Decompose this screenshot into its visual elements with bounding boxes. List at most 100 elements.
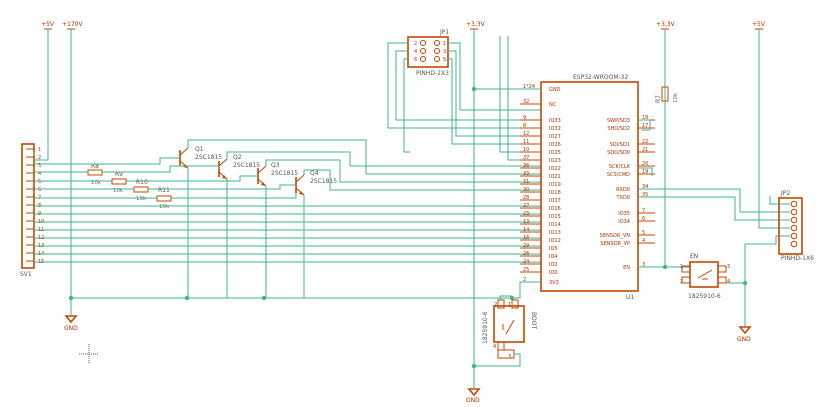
u1-left-pin-label: IO32 — [549, 126, 561, 132]
u1-right-pin-num: 21 — [642, 147, 648, 153]
u1-left-pin-label: IO17 — [549, 198, 561, 204]
u1-right-pin-num: 35 — [642, 192, 648, 198]
svg-text:2SC1815: 2SC1815 — [271, 170, 298, 177]
jp1-wires — [387, 36, 541, 161]
u1-right-pin-num: 22 — [642, 139, 648, 145]
resistor-r7: R7 10k — [655, 86, 679, 103]
svg-text:10k: 10k — [113, 188, 124, 194]
svg-text:R8: R8 — [91, 163, 99, 170]
u1-left-pin-num: 26 — [523, 251, 529, 257]
svg-text:R9: R9 — [115, 171, 123, 178]
u1-right-pin-label: TXD0 — [615, 195, 630, 201]
svg-text:1: 1 — [680, 264, 683, 270]
power-label-33v-2: +3,3V — [656, 21, 676, 28]
jp2-pin — [790, 208, 798, 216]
u1-right-pin-num: 19 — [642, 169, 648, 175]
driver-wires — [33, 139, 541, 298]
sv1-pin-label: 5 — [38, 179, 41, 185]
u1-right-pin-label: SENSOR_VP — [600, 241, 630, 247]
u1-left-pin-num: 28 — [523, 195, 529, 201]
svg-text:PINHD-2X3: PINHD-2X3 — [416, 70, 449, 77]
jp2-pin — [790, 232, 798, 240]
svg-text:10k: 10k — [91, 180, 102, 186]
resistor-r9: R9 10k — [111, 171, 127, 194]
u1-left-pin-num: 23 — [523, 211, 529, 217]
u1-right-pin-label: SDO/SD0 — [607, 150, 630, 156]
svg-text:Q2: Q2 — [233, 154, 242, 161]
u1-right-pin-num: 6 — [642, 216, 645, 222]
u1-left-pin-num: 27 — [523, 203, 529, 209]
svg-text:2: 2 — [414, 41, 417, 47]
u1-right-pin-num: 5 — [642, 230, 645, 236]
u1-left-pin-label: IO25 — [549, 150, 561, 156]
u1-left-pin-label: IO12 — [549, 238, 561, 244]
gnd-mid: GND — [466, 388, 481, 404]
transistor-q2: Q2 2SC1815 — [218, 154, 260, 180]
u1-name: U1 — [626, 294, 634, 301]
power-5v-left: +5V — [41, 21, 55, 152]
svg-text:2SC1815: 2SC1815 — [310, 178, 337, 185]
u1-left-pin-num: 32 — [523, 99, 529, 105]
u1-left-pin-num: 30 — [523, 187, 529, 193]
gnd-left: GND — [64, 315, 78, 332]
u1-left-pin-num: 36 — [523, 163, 529, 169]
u1-right-pin-label: SDI/SD1 — [610, 142, 630, 148]
u1-left-pin-label: IO33 — [549, 118, 561, 124]
jp1-header: 2 1 4 3 6 5 JP1 PINHD-2X3 — [407, 29, 449, 77]
transistor-q4: Q4 2SC1815 — [295, 170, 337, 196]
u1-left-pin-num: 16 — [523, 235, 529, 241]
resistor-r10: R10 10k — [133, 179, 149, 202]
power-170v: +170V — [62, 21, 83, 298]
jp2-pin — [790, 200, 798, 208]
u1-right-pin-label: SENSOR_VN — [600, 233, 631, 239]
u1-left-pin-num: 13 — [523, 219, 529, 225]
power-label-5v: +5V — [41, 21, 55, 28]
transistor-q1: Q1 2SC1815 — [179, 146, 222, 169]
power-label-33v: +3,3V — [466, 21, 486, 28]
u1-left-pin-label: GND — [549, 87, 561, 93]
svg-text:3: 3 — [443, 49, 446, 55]
sv1-pin-label: 2 — [38, 155, 41, 161]
u1-right-pin-num: 7 — [642, 208, 645, 214]
u1-left-pin-label: IO26 — [549, 142, 561, 148]
u1-left-pin-num: 2 — [523, 277, 526, 283]
jp2-header: JP2 PINHD-1X6 — [778, 190, 814, 262]
power-label-170v: +170V — [62, 21, 83, 28]
u1-right-pin-num: 34 — [642, 184, 648, 190]
svg-text:GND: GND — [64, 325, 78, 332]
sv1-pin-label: 6 — [38, 187, 41, 193]
svg-text:4: 4 — [493, 344, 496, 350]
esp-right-wires — [638, 82, 790, 286]
u1-left-pin-num: 10 — [523, 147, 529, 153]
svg-text:2: 2 — [494, 302, 497, 308]
svg-text:1825910-6: 1825910-6 — [482, 311, 489, 344]
u1-right-pin-label: SCS/CMD — [607, 172, 630, 178]
jp2-pin — [790, 216, 798, 224]
svg-text:BOOT: BOOT — [530, 312, 537, 329]
svg-text:Q4: Q4 — [310, 170, 319, 177]
u1-left-pin-num: 8 — [523, 123, 526, 129]
u1-left-pin-num: 12 — [523, 131, 529, 137]
svg-text:5: 5 — [443, 57, 446, 63]
u1-left-pin-label: IO21 — [549, 174, 561, 180]
svg-text:GND: GND — [737, 336, 751, 343]
u1-left-pin-label: IO0 — [549, 270, 558, 276]
power-5v-right: +5V — [752, 21, 766, 222]
transistor-q3: Q3 2SC1815 — [257, 162, 298, 187]
u1-left-pin-num: 14 — [523, 227, 529, 233]
svg-text:1: 1 — [443, 41, 446, 47]
resistor-r8: R8 10k — [87, 163, 103, 186]
u1-right-pin-label: IO34 — [618, 219, 630, 225]
en-switch: 1 2 3 4 EN 1825910-6 — [680, 253, 730, 300]
svg-text:JP1: JP1 — [439, 29, 449, 36]
u1-left-pin-label: IO23 — [549, 158, 561, 164]
svg-text:1: 1 — [508, 302, 511, 308]
sv1-name: SV1 — [20, 271, 32, 278]
u1-right-pin-num: 18 — [642, 115, 648, 121]
u1-left-pin-num: 29 — [523, 243, 529, 249]
gnd-right: GND — [737, 283, 752, 343]
svg-text:10k: 10k — [159, 204, 170, 210]
sv1-pin-label: 4 — [38, 171, 41, 177]
